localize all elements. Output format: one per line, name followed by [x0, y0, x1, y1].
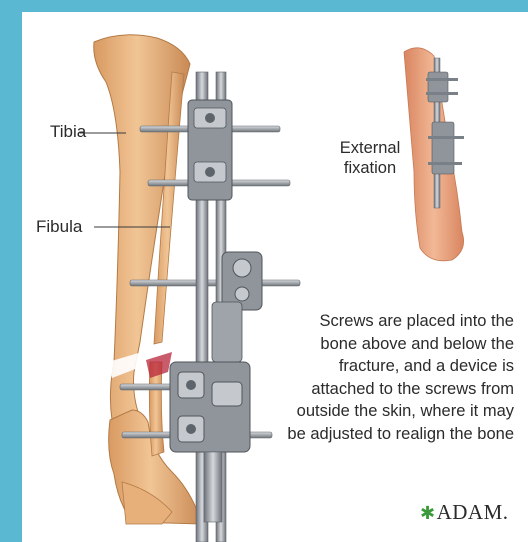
adam-logo-icon: ✱: [420, 503, 436, 523]
adam-logo: ✱ADAM.: [420, 500, 509, 525]
caption-line: attached to the screws from: [214, 378, 514, 401]
fracture-mark: [146, 352, 172, 378]
caption-line: Screws are placed into the: [214, 310, 514, 333]
external-fixation-line-2: fixation: [330, 158, 410, 178]
external-fixation-illustration: [22, 12, 528, 542]
external-fixation-label: External fixation: [330, 138, 410, 178]
tibia-label: Tibia: [50, 122, 86, 142]
adam-logo-text: ADAM.: [437, 500, 509, 524]
caption-line: be adjusted to realign the bone: [214, 423, 514, 446]
caption-line: outside the skin, where it may: [214, 400, 514, 423]
leg-inset: [404, 48, 464, 261]
caption-text: Screws are placed into the bone above an…: [214, 310, 514, 445]
fibula-label: Fibula: [36, 217, 82, 237]
upper-clamp: [188, 100, 232, 200]
external-fixation-line-1: External: [330, 138, 410, 158]
diagram-panel: Tibia Fibula External fixation Screws ar…: [22, 12, 528, 542]
caption-line: bone above and below the: [214, 333, 514, 356]
caption-line: fracture, and a device is: [214, 355, 514, 378]
